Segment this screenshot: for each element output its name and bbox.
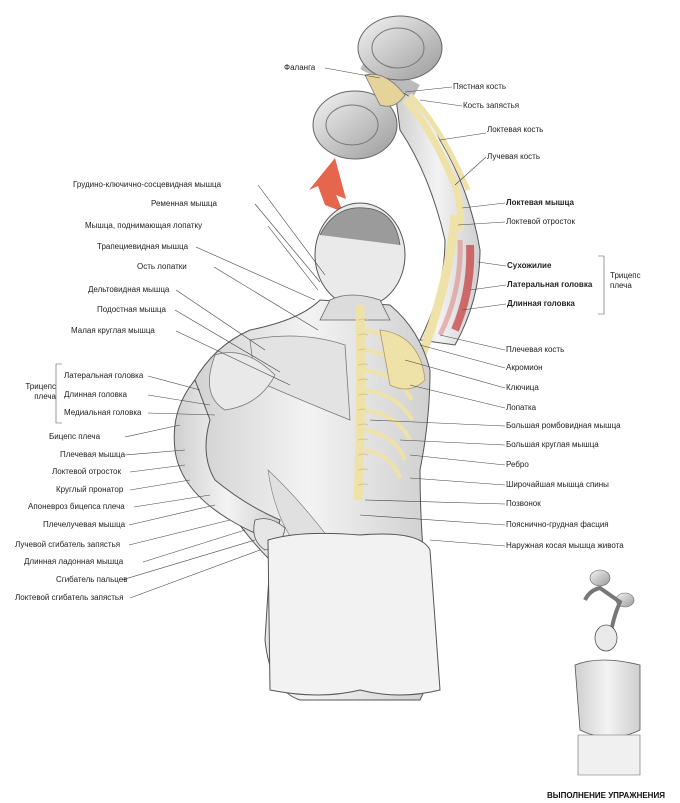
label-medial-head-left: Медиальная головка: [64, 408, 142, 417]
label-vertebra: Позвонок: [506, 499, 541, 508]
leader-lines-right: [324, 67, 507, 547]
label-pronator-teres: Круглый пронатор: [56, 485, 124, 494]
label-ulna: Локтевая кость: [487, 125, 544, 134]
label-tendon: Сухожилие: [507, 261, 552, 270]
label-biceps: Бицепс плеча: [49, 432, 101, 441]
label-anconeus: Локтевая мышца: [506, 198, 574, 207]
label-triceps-left: Трицепс плеча: [25, 382, 56, 401]
label-scapular-spine: Ость лопатки: [137, 262, 187, 271]
label-olecranon-right: Локтевой отросток: [506, 217, 575, 226]
raised-arm: [364, 73, 481, 362]
label-rib: Ребро: [506, 460, 529, 469]
label-palmaris-longus: Длинная ладонная мышца: [24, 557, 124, 566]
label-acromion: Акромион: [506, 363, 543, 372]
label-bicipital-aponeurosis: Апоневроз бицепса плеча: [28, 502, 125, 511]
label-brachialis: Плечевая мышца: [60, 450, 126, 459]
label-infraspinatus: Подостная мышца: [97, 305, 166, 314]
dumbbell: [312, 15, 443, 160]
label-levator-scapulae: Мышца, поднимающая лопатку: [85, 221, 203, 230]
label-trapezius: Трапециевидная мышца: [97, 242, 189, 251]
label-long-head-left: Длинная головка: [64, 390, 127, 399]
exercise-thumbnail: [574, 569, 641, 776]
label-deltoid: Дельтовидная мышца: [88, 285, 170, 294]
label-thoracolumbar-fascia: Пояснично-грудная фасция: [506, 520, 609, 529]
caption: ВЫПОЛНЕНИЕ УПРАЖНЕНИЯ: [547, 791, 665, 800]
shorts: [267, 532, 441, 696]
label-flexor-carpi-radialis: Лучевой сгибатель запястья: [15, 540, 121, 549]
label-phalanx: Фаланга: [284, 63, 316, 72]
label-sternocleidomastoid: Грудино-ключично-сосцевидная мышца: [73, 180, 222, 189]
label-flexor-carpi-ulnaris: Локтевой сгибатель запястья: [15, 593, 124, 602]
label-triceps-right: Трицепс плеча: [610, 271, 641, 290]
label-clavicle: Ключица: [506, 383, 539, 392]
label-latissimus: Широчайшая мышца спины: [506, 480, 609, 489]
label-humerus: Плечевая кость: [506, 345, 565, 354]
leader-lines-left: [121, 184, 326, 599]
label-teres-major: Большая круглая мышца: [506, 440, 599, 449]
label-long-head-right: Длинная головка: [507, 299, 575, 308]
label-lateral-head-left: Латеральная головка: [64, 371, 144, 380]
label-splenius: Ременная мышца: [151, 199, 217, 208]
label-scapula: Лопатка: [506, 403, 537, 412]
label-teres-minor: Малая круглая мышца: [71, 326, 155, 335]
label-flexor-digitorum: Сгибатель пальцев: [56, 575, 128, 584]
label-lateral-head-right: Латеральная головка: [507, 280, 593, 289]
label-brachioradialis: Плечелучевая мышца: [43, 520, 126, 529]
spine-and-ribs: [353, 304, 426, 501]
label-external-oblique: Наружная косая мышца живота: [506, 541, 624, 550]
label-radius: Лучевая кость: [487, 152, 540, 161]
label-metacarpal: Пястная кость: [453, 82, 507, 91]
direction-arrow: [309, 158, 346, 212]
label-rhomboid: Большая ромбовидная мышца: [506, 421, 621, 430]
label-olecranon-left: Локтевой отросток: [52, 467, 121, 476]
brackets: [55, 255, 605, 424]
label-carpal: Кость запястья: [463, 101, 520, 110]
